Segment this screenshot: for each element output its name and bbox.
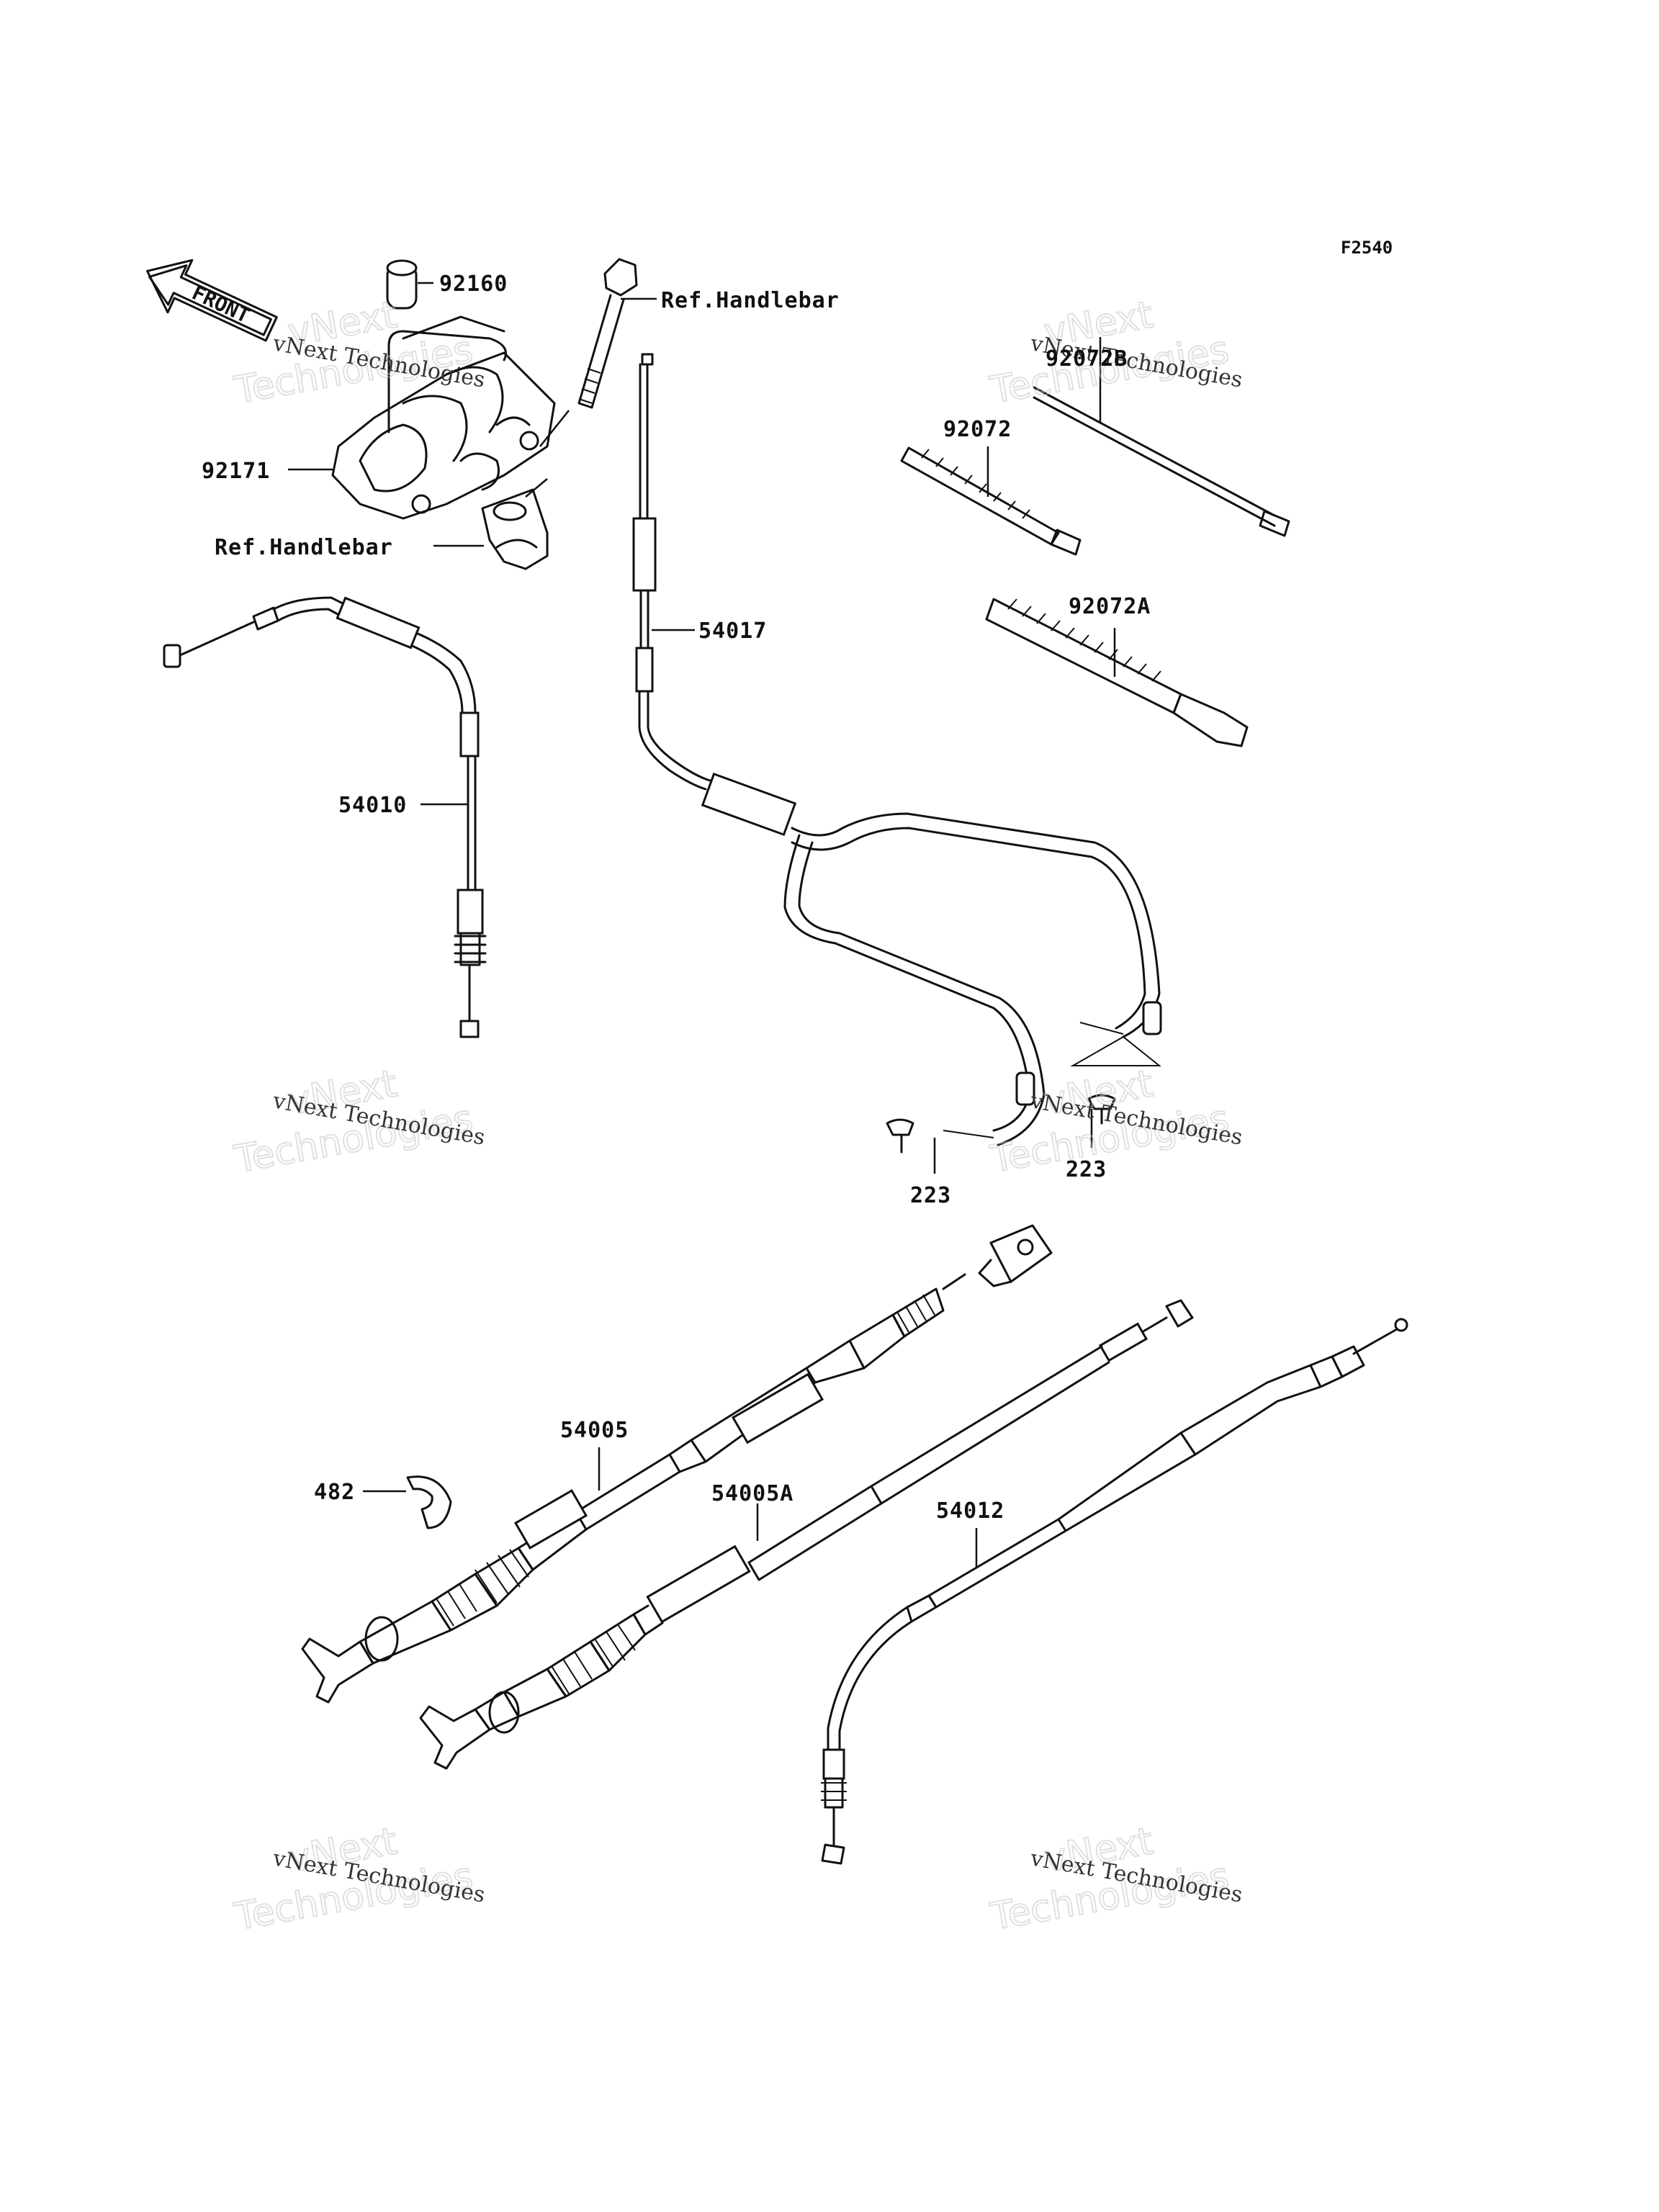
handlebar-bolt: [577, 258, 638, 409]
label-92072A: 92072A: [1069, 594, 1151, 619]
label-92160: 92160: [439, 271, 508, 297]
diagram-code: F2540: [1341, 238, 1393, 258]
part-92072A-cable-tie: [985, 598, 1249, 747]
label-223-right: 223: [1066, 1157, 1107, 1182]
part-223-screw-right: [1087, 1094, 1116, 1125]
label-54012: 54012: [936, 1498, 1004, 1524]
label-ref-handlebar-bottom: Ref.Handlebar: [215, 535, 393, 560]
label-92072: 92072: [943, 417, 1012, 442]
label-54005: 54005: [560, 1418, 629, 1443]
part-92072B-cable-tie: [1033, 386, 1290, 537]
label-54010: 54010: [338, 793, 407, 818]
part-54012-cable: [821, 1318, 1408, 1865]
label-223-left: 223: [910, 1183, 951, 1208]
part-54005-brake-cable: [301, 1224, 1053, 1704]
label-92072B: 92072B: [1046, 346, 1128, 372]
part-92160-collar: [386, 259, 418, 310]
handlebar-clamp-holder: [481, 488, 549, 570]
label-54005A: 54005A: [711, 1481, 793, 1506]
part-92171-bracket: [331, 315, 556, 520]
label-92171: 92171: [202, 459, 270, 484]
label-54017: 54017: [698, 619, 767, 644]
part-54010-throttle-cable: [163, 596, 487, 1038]
part-223-screw-left: [886, 1118, 914, 1154]
label-482: 482: [314, 1480, 355, 1505]
part-92072-cable-tie: [900, 446, 1082, 556]
part-54017-cable: [632, 353, 1162, 1146]
part-54005A-brake-cable: [419, 1299, 1194, 1770]
label-ref-handlebar-top: Ref.Handlebar: [661, 288, 840, 313]
part-482-clip: [406, 1475, 452, 1529]
front-arrow-icon: FRONT: [146, 258, 278, 342]
